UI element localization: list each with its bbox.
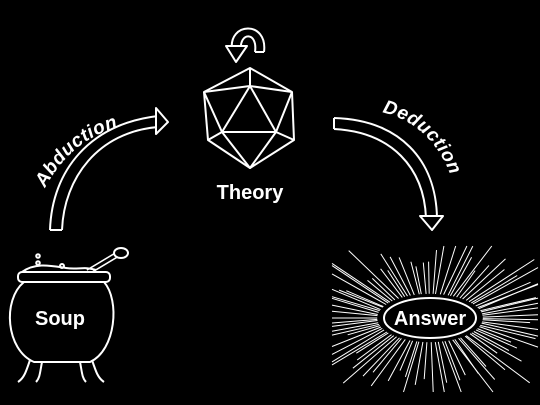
starburst-ray [428, 261, 430, 294]
starburst-ray [348, 250, 399, 299]
starburst-ray [380, 268, 403, 298]
starburst-ray [338, 289, 383, 308]
starburst-ray [389, 256, 411, 296]
starburst-ray [430, 342, 434, 393]
starburst-ray [415, 266, 422, 295]
starburst-ray [331, 326, 382, 347]
starburst-ray [414, 341, 424, 385]
starburst-ray [356, 334, 392, 361]
starburst-ray [331, 262, 391, 303]
starburst-ray [480, 297, 539, 313]
starburst-ray [331, 320, 378, 327]
starburst-ray [473, 331, 510, 351]
starburst-ray [346, 290, 384, 308]
starburst-ray [468, 259, 535, 303]
starburst-ray [439, 245, 457, 295]
icosahedron-theory-icon [203, 67, 295, 169]
starburst-ray [482, 314, 539, 318]
starburst-ray [380, 253, 408, 297]
starburst-ray [331, 304, 378, 315]
starburst-ray [403, 341, 420, 393]
cauldron-soup-icon [8, 247, 129, 383]
starburst-ray [404, 341, 418, 378]
deduction-arrow [333, 117, 444, 231]
soup-label: Soup [35, 308, 85, 330]
starburst-ray [464, 335, 506, 371]
starburst-ray [449, 256, 473, 296]
starburst-ray [481, 322, 539, 337]
starburst-ray [371, 278, 396, 301]
starburst-ray [462, 258, 506, 300]
starburst-ray [372, 338, 402, 373]
starburst-ray [331, 310, 378, 317]
starburst-ray [465, 269, 505, 301]
starburst-ray [331, 331, 388, 366]
starburst-ray [331, 288, 381, 311]
starburst-ray [435, 245, 445, 294]
starburst-ray [410, 261, 420, 295]
starburst-ray [472, 267, 539, 305]
starburst-ray [471, 332, 522, 362]
starburst-ray [331, 327, 383, 355]
starburst-ray [441, 341, 462, 393]
starburst-ray [331, 329, 385, 363]
starburst-ray [352, 335, 395, 369]
starburst-ray [331, 297, 379, 313]
starburst-ray [452, 245, 493, 297]
starburst-ray [456, 270, 476, 298]
starburst-ray [367, 280, 393, 302]
starburst-ray [331, 318, 378, 324]
starburst-ray [458, 337, 496, 380]
starburst-ray [482, 321, 539, 330]
starburst-ray [444, 341, 461, 381]
starburst-ray [475, 329, 518, 349]
starburst-ray [447, 245, 474, 296]
starburst-ray [387, 340, 411, 382]
starburst-ray [460, 337, 487, 367]
starburst-ray [471, 275, 518, 304]
starburst-ray [482, 307, 539, 316]
starburst-ray [482, 319, 531, 324]
starburst-ray [331, 296, 380, 312]
starburst-ray [437, 341, 448, 383]
starburst-ray [347, 325, 381, 336]
answer-label: Answer [394, 308, 466, 330]
starburst-ray [398, 257, 415, 296]
starburst-ray [477, 328, 512, 343]
starburst-ray [423, 342, 428, 380]
starburst-ray [399, 340, 414, 371]
starburst-ray [331, 322, 379, 332]
starburst-answer-icon [331, 245, 539, 393]
starburst-ray [443, 245, 468, 295]
starburst-ray [480, 324, 536, 340]
starburst-ray [465, 335, 530, 384]
starburst-ray [362, 337, 400, 377]
starburst-ray [475, 281, 531, 307]
starburst-ray [331, 265, 389, 304]
starburst-ray [422, 262, 427, 294]
theory-refinement-loop-icon [225, 27, 266, 63]
starburst-ray [482, 318, 539, 321]
starburst-ray [481, 302, 539, 315]
starburst-ray [469, 333, 498, 354]
starburst-ray [448, 340, 466, 376]
starburst-ray [432, 250, 437, 294]
starburst-ray [479, 326, 539, 348]
starburst-ray [478, 283, 539, 310]
starburst-ray [331, 323, 380, 336]
abduction-arrow [49, 107, 169, 231]
starburst-ray [434, 342, 445, 393]
starburst-ray [342, 336, 397, 384]
answer-oval [383, 297, 477, 339]
starburst-ray [459, 265, 490, 299]
starburst-ray [452, 339, 494, 393]
starburst-ray [480, 297, 537, 312]
theory-label: Theory [217, 182, 285, 204]
starburst-ray [387, 270, 406, 297]
starburst-ray [370, 339, 406, 387]
starburst-ray [356, 332, 389, 354]
starburst-ray [331, 273, 387, 305]
